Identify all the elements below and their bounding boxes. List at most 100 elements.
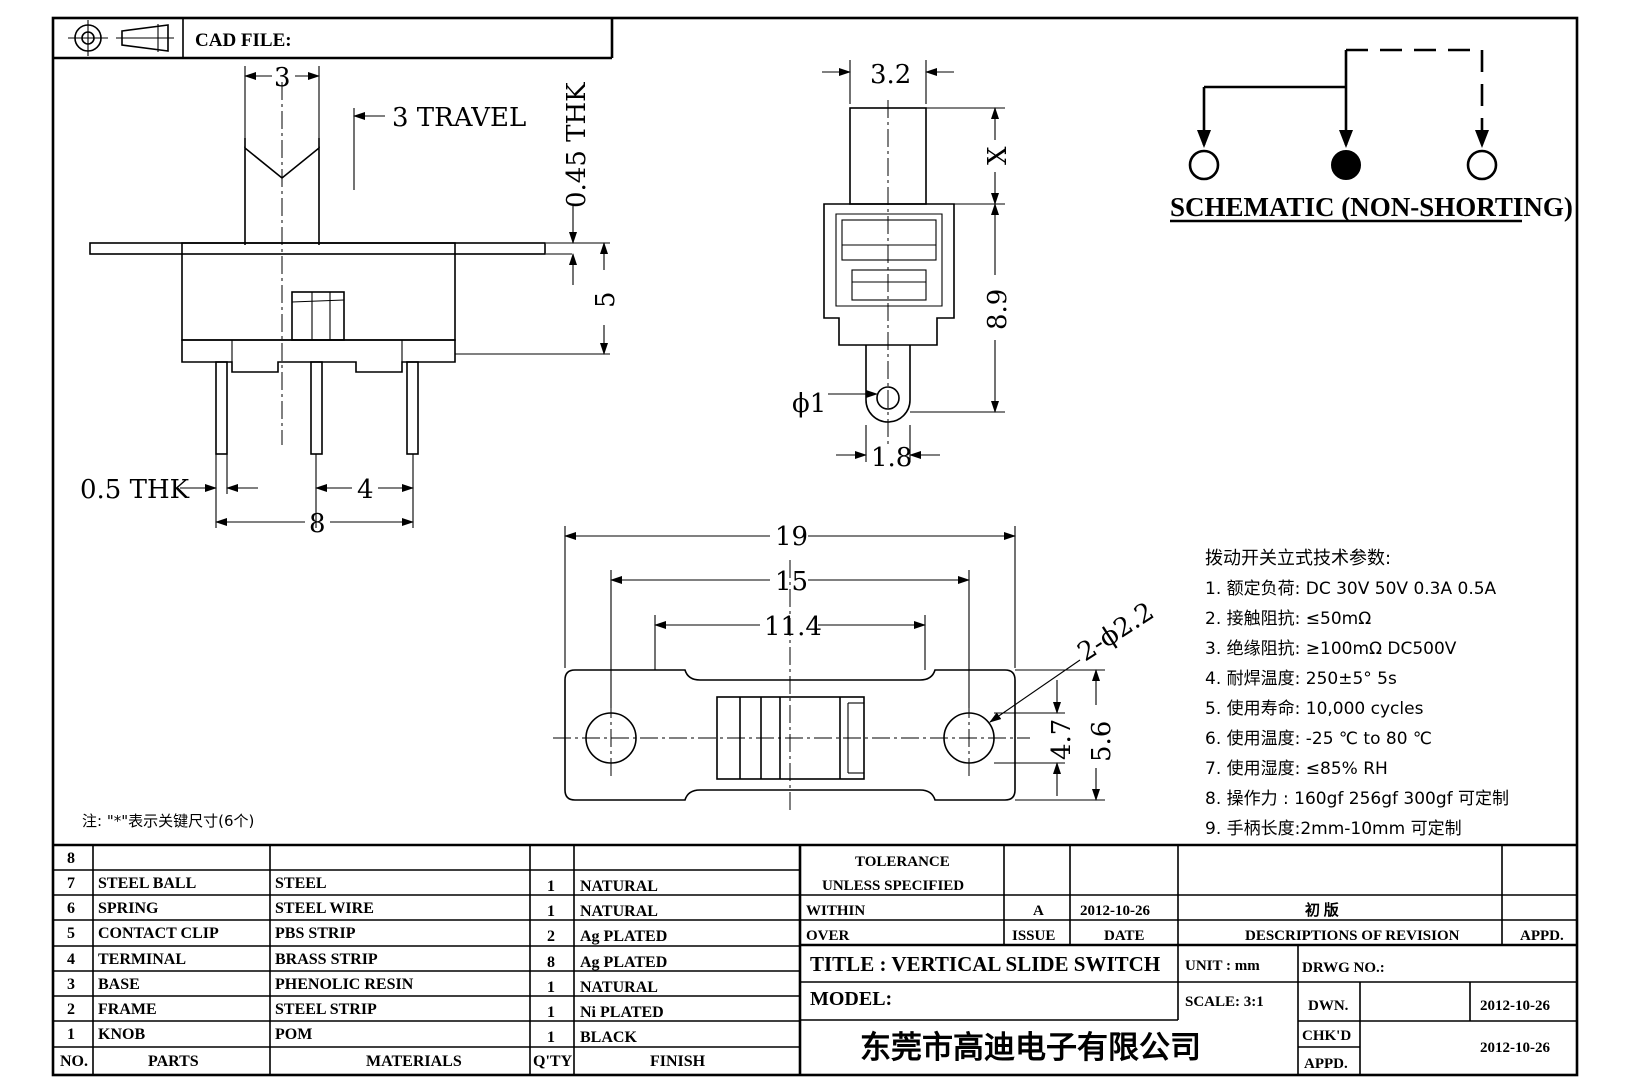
bom-no: 4 [67, 951, 75, 968]
bom-part: STEEL BALL [98, 875, 196, 892]
drawing-title: TITLE : VERTICAL SLIDE SWITCH [810, 952, 1160, 976]
bom-header-no: NO. [60, 1053, 88, 1070]
bom-material: STEEL STRIP [275, 1001, 377, 1018]
dim-side-top: 3.2 [870, 60, 911, 90]
bom-material: PHENOLIC RESIN [275, 976, 414, 993]
cad-file-label: CAD FILE: [195, 30, 292, 51]
spec-item: 6. 使用温度: -25 ℃ to 80 ℃ [1205, 728, 1432, 749]
bom-header-materials: MATERIALS [366, 1053, 462, 1070]
front-view [89, 66, 610, 528]
unless-specified-label: UNLESS SPECIFIED [822, 878, 964, 894]
bom-finish: NATURAL [580, 878, 658, 895]
bom-qty: 8 [547, 954, 555, 971]
issue-value: A [1033, 903, 1044, 919]
dim-holes: 2-ϕ2.2 [1072, 597, 1159, 668]
bom-material: PBS STRIP [275, 925, 356, 942]
drwg-no-label: DRWG NO.: [1302, 960, 1385, 976]
specs-block: 拨动开关立式技术参数: 1. 额定负荷: DC 30V 50V 0.3A 0.5… [1205, 548, 1509, 839]
bom-material: STEEL [275, 875, 327, 892]
dim-len-11-4: 11.4 [764, 612, 822, 642]
side-view [822, 60, 1005, 462]
spec-item: 8. 操作力 : 160gf 256gf 300gf 可定制 [1205, 789, 1509, 809]
dwn-date: 2012-10-26 [1480, 998, 1550, 1014]
bom-part: TERMINAL [98, 951, 186, 968]
spec-item: 4. 耐焊温度: 250±5° 5s [1205, 669, 1397, 689]
bom-no: 6 [67, 900, 75, 917]
bom-finish: Ag PLATED [580, 928, 667, 945]
revision-value: 初 版 [1305, 901, 1339, 919]
dim-frame-thk: 0.45 THK [562, 82, 592, 208]
bom-no: 1 [67, 1026, 75, 1043]
dim-pin-thk: 0.5 THK [80, 475, 190, 505]
date-value: 2012-10-26 [1080, 903, 1150, 919]
spec-item: 7. 使用湿度: ≤85% RH [1205, 758, 1388, 779]
date-label: DATE [1104, 928, 1145, 944]
bom-qty: 1 [547, 1029, 555, 1046]
spec-item: 9. 手柄长度:2mm-10mm 可定制 [1205, 819, 1462, 839]
bom-header-qty: Q'TY [533, 1053, 573, 1070]
specs-heading: 拨动开关立式技术参数: [1205, 548, 1391, 569]
model-label: MODEL: [810, 988, 892, 1010]
bom-part: FRAME [98, 1001, 157, 1018]
bom-material: POM [275, 1026, 312, 1043]
appd-sign-label: APPD. [1304, 1056, 1348, 1072]
dim-len-15: 15 [775, 567, 808, 597]
projection-symbol-icon [68, 20, 174, 56]
bom-qty: 2 [547, 928, 555, 945]
bom-header-finish: FINISH [650, 1053, 706, 1070]
spec-item: 1. 额定负荷: DC 30V 50V 0.3A 0.5A [1205, 579, 1497, 599]
drawing-border [51, 16, 1579, 1077]
bom-part: KNOB [98, 1026, 145, 1043]
over-label: OVER [806, 928, 850, 944]
bom-material: BRASS STRIP [275, 951, 378, 968]
key-dimension-note: 注: "*"表示关键尺寸(6个) [82, 812, 254, 830]
dwn-label: DWN. [1308, 998, 1349, 1014]
dim-h-5-6: 5.6 [1087, 721, 1117, 762]
dim-knob-width: 3 [274, 63, 291, 93]
bom-qty: 1 [547, 903, 555, 920]
chkd-label: CHK'D [1302, 1028, 1351, 1044]
schematic-label: SCHEMATIC (NON-SHORTING) [1170, 192, 1573, 222]
chkd-date: 2012-10-26 [1480, 1040, 1550, 1056]
dim-side-hole: ϕ1 [792, 389, 826, 419]
descriptions-label: DESCRIPTIONS OF REVISION [1245, 928, 1460, 944]
scale-label: SCALE: 3:1 [1185, 994, 1264, 1010]
dim-pin-pitch: 4 [357, 475, 374, 505]
dim-pin-span: 8 [309, 509, 326, 539]
dim-side-x: X [983, 146, 1013, 165]
bom-no: 8 [67, 850, 75, 867]
bom-no: 2 [67, 1001, 75, 1018]
bom-no: 7 [67, 875, 75, 892]
bom-qty: 1 [547, 979, 555, 996]
bom-finish: NATURAL [580, 979, 658, 996]
spec-item: 5. 使用寿命: 10,000 cycles [1205, 698, 1424, 719]
bom-rows: 8 7 STEEL BALL STEEL 1 NATURAL 6 SPRING … [60, 850, 706, 1070]
bom-qty: 1 [547, 1004, 555, 1021]
bom-no: 5 [67, 925, 75, 942]
dim-side-pin: 1.8 [871, 443, 912, 473]
tolerance-label: TOLERANCE [855, 854, 950, 870]
dim-side-height: 8.9 [983, 289, 1013, 330]
top-view [553, 526, 1105, 812]
spec-item: 2. 接触阻抗: ≤50mΩ [1205, 609, 1371, 629]
dim-travel: 3 TRAVEL [392, 103, 526, 133]
bom-qty: 1 [547, 878, 555, 895]
bom-finish: BLACK [580, 1029, 637, 1046]
bom-header-parts: PARTS [148, 1053, 199, 1070]
bom-part: BASE [98, 976, 140, 993]
bom-part: CONTACT CLIP [98, 925, 219, 942]
spec-item: 3. 绝缘阻抗: ≥100mΩ DC500V [1205, 639, 1457, 659]
bom-finish: Ag PLATED [580, 954, 667, 971]
company-name: 东莞市高迪电子有限公司 [860, 1030, 1201, 1066]
dim-h-4-7: 4.7 [1047, 719, 1077, 760]
dim-len-19: 19 [775, 522, 808, 552]
bom-finish: Ni PLATED [580, 1004, 664, 1021]
unit-label: UNIT : mm [1185, 958, 1260, 974]
issue-label: ISSUE [1012, 928, 1055, 944]
bom-material: STEEL WIRE [275, 900, 374, 917]
title-block-grid [800, 845, 1577, 1075]
bom-finish: NATURAL [580, 903, 658, 920]
bom-part: SPRING [98, 900, 159, 917]
bom-table [53, 843, 1577, 1075]
